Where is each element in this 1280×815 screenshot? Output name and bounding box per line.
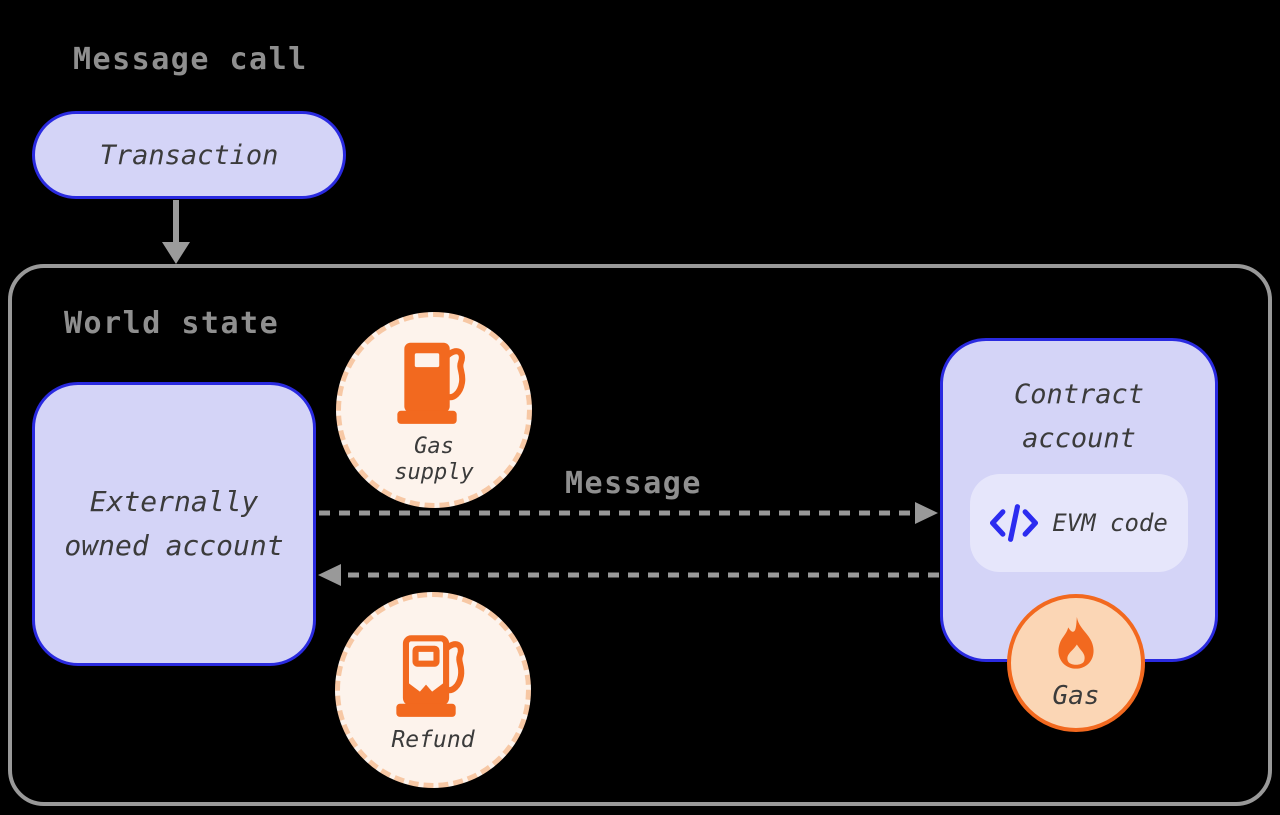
gas-supply-badge: Gas supply bbox=[336, 312, 532, 508]
message-arrow-label: Message bbox=[565, 466, 702, 501]
world-state-label: World state bbox=[64, 306, 280, 341]
refund-badge: Refund bbox=[335, 592, 531, 788]
transaction-node: Transaction bbox=[32, 111, 346, 199]
message-arrow-left-icon bbox=[318, 564, 939, 586]
evm-code-chip: EVM code bbox=[970, 474, 1188, 572]
code-icon bbox=[990, 504, 1039, 542]
gas-supply-label-line2: supply bbox=[394, 460, 474, 485]
contract-label-line2: account bbox=[1022, 423, 1136, 454]
world-state-panel bbox=[8, 264, 1272, 806]
contract-label-line1: Contract bbox=[1013, 379, 1145, 410]
eoa-label-line2: owned account bbox=[64, 529, 284, 562]
gas-badge: Gas bbox=[1007, 594, 1145, 732]
message-dashed-arrows bbox=[318, 502, 939, 586]
flame-icon bbox=[1058, 617, 1094, 669]
arrow-down-icon bbox=[162, 200, 190, 264]
evm-code-label: EVM code bbox=[1052, 509, 1168, 537]
transaction-label: Transaction bbox=[99, 139, 279, 171]
refund-label: Refund bbox=[391, 727, 475, 753]
fuel-pump-icon bbox=[397, 342, 466, 424]
fuel-pump-refund-icon bbox=[396, 635, 465, 717]
gas-label: Gas bbox=[1052, 681, 1100, 711]
eoa-label-line1: Externally bbox=[89, 485, 259, 518]
gas-supply-label-line1: Gas bbox=[414, 434, 454, 459]
externally-owned-account-node: Externally owned account bbox=[32, 382, 316, 666]
page-title: Message call bbox=[73, 42, 308, 77]
message-arrow-right-icon bbox=[319, 502, 938, 524]
